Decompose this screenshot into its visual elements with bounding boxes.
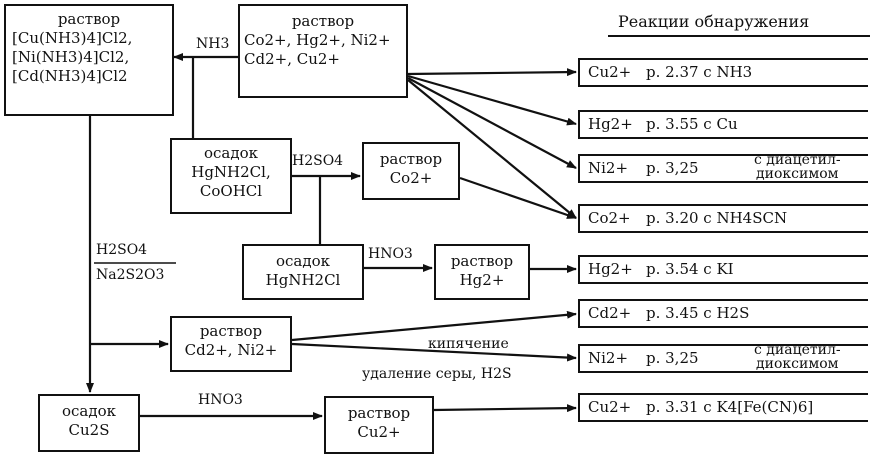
arrow-start-hg (407, 74, 577, 126)
reagent-h2so4: H2SO4 (96, 242, 148, 258)
cu-ion: Cu2+ (357, 423, 401, 441)
reaction-ref: р. 3.54 с KI (646, 260, 734, 278)
coohcl: CoOHCl (199, 182, 263, 200)
hgnh2cl: HgNH2Cl, (191, 163, 271, 181)
reaction-ref: р. 3.45 с H2S (646, 304, 750, 322)
co-ion: Co2+ (389, 169, 433, 187)
reaction-ion: Co2+ (588, 209, 631, 227)
reaction-row-cd-h2s: Cd2+ р. 3.45 с H2S (578, 299, 868, 328)
arrow-start-co (407, 79, 577, 219)
co-solution-box: раствор Co2+ (362, 142, 460, 200)
box-label: осадок (275, 252, 331, 270)
hg-solution-box: раствор Hg2+ (434, 244, 530, 300)
reagent-hno3-cu: HNO3 (198, 392, 243, 408)
arrow-start-cu (407, 68, 577, 77)
reagent-nh3: NH3 (196, 36, 230, 52)
arrow-co-reaction (459, 176, 577, 220)
reaction-row-cu-nh3: Cu2+ р. 2.37 с NH3 (578, 58, 868, 87)
reaction-ref: р. 3,25 (646, 159, 699, 177)
cu-solution-box: раствор Cu2+ (324, 396, 434, 454)
precipitate-2-box: осадок HgNH2Cl (242, 244, 364, 300)
reaction-ion: Cu2+ (588, 63, 632, 81)
arrow-cu-reaction (433, 404, 577, 413)
box-label: раствор (199, 322, 263, 340)
reaction-row-ni-dmg: Ni2+ р. 3,25 с диацетил-диоксимом (578, 153, 868, 183)
cu2s: Cu2S (68, 421, 110, 439)
label-sulfur-removal: удаление серы, H2S (362, 366, 512, 382)
ni-complex: [Ni(NH3)4]Cl2, (12, 48, 130, 66)
box-label: раствор (450, 252, 514, 270)
arrow-cdni-ni (291, 342, 577, 362)
header-underline (608, 35, 870, 37)
reactions-header: Реакции обнаружения (618, 12, 810, 31)
reagent-line-1: с диацетил- (754, 342, 841, 358)
reaction-ion: Cd2+ (588, 304, 632, 322)
reaction-row-hg-cu: Hg2+ р. 3.55 с Cu (578, 110, 868, 139)
complex-solution-box: раствор [Cu(NH3)4]Cl2, [Ni(NH3)4]Cl2, [C… (4, 4, 174, 116)
label-boiling: кипячение (428, 336, 509, 352)
reagent-h2so4-co: H2SO4 (292, 153, 344, 169)
reagent-line-2: диоксимом (756, 166, 839, 182)
arrow-cdni-cd (291, 310, 577, 342)
ions-line-2: Cd2+, Cu2+ (244, 50, 340, 68)
reaction-row-co-nh4scn: Co2+ р. 3.20 с NH4SCN (578, 204, 868, 233)
reaction-ref: р. 3.31 с K4[Fe(CN)6] (646, 398, 814, 416)
reaction-ion: Ni2+ (588, 349, 629, 367)
reaction-reagent-two-line: с диацетил-диоксимом (754, 153, 841, 181)
reaction-ref: р. 3.20 с NH4SCN (646, 209, 788, 227)
precipitate-1-box: осадок HgNH2Cl, CoOHCl (170, 138, 292, 214)
reagent-na2s2o3: Na2S2O3 (96, 267, 165, 283)
reaction-ion: Hg2+ (588, 260, 633, 278)
arrow-start-ni (407, 77, 577, 169)
reaction-ref: р. 3.55 с Cu (646, 115, 738, 133)
reaction-row-hg-ki: Hg2+ р. 3.54 с KI (578, 255, 868, 284)
reaction-row-ni-dmg-2: Ni2+ р. 3,25 с диацетил-диоксимом (578, 343, 868, 373)
reaction-row-cu-k4fecn6: Cu2+ р. 3.31 с K4[Fe(CN)6] (578, 393, 868, 422)
start-solution-box: раствор Co2+, Hg2+, Ni2+ Cd2+, Cu2+ (238, 4, 408, 98)
reagent-line-1: с диацетил- (754, 152, 841, 168)
reaction-ion: Ni2+ (588, 159, 629, 177)
reaction-ref: р. 2.37 с NH3 (646, 63, 753, 81)
cu-complex: [Cu(NH3)4]Cl2, (12, 29, 133, 47)
cu2s-precipitate-box: осадок Cu2S (38, 394, 140, 452)
reagent-hno3-hg: HNO3 (368, 246, 413, 262)
reagent-line-2: диоксимом (756, 356, 839, 372)
hg-ion: Hg2+ (459, 271, 505, 289)
box-label: осадок (203, 144, 259, 162)
box-label: раствор (57, 10, 121, 28)
box-label: раствор (347, 404, 411, 422)
reaction-ref: р. 3,25 (646, 349, 699, 367)
reaction-reagent-two-line: с диацетил-диоксимом (754, 343, 841, 371)
ions-line-1: Co2+, Hg2+, Ni2+ (244, 31, 391, 49)
cdni-ions: Cd2+, Ni2+ (184, 341, 278, 359)
reaction-ion: Cu2+ (588, 398, 632, 416)
box-label: раствор (379, 150, 443, 168)
cd-complex: [Cd(NH3)4]Cl2 (12, 67, 128, 85)
box-label: осадок (61, 402, 117, 420)
box-label: раствор (291, 12, 355, 30)
reaction-ion: Hg2+ (588, 115, 633, 133)
hgnh2cl: HgNH2Cl (265, 271, 341, 289)
cdni-solution-box: раствор Cd2+, Ni2+ (170, 316, 292, 372)
